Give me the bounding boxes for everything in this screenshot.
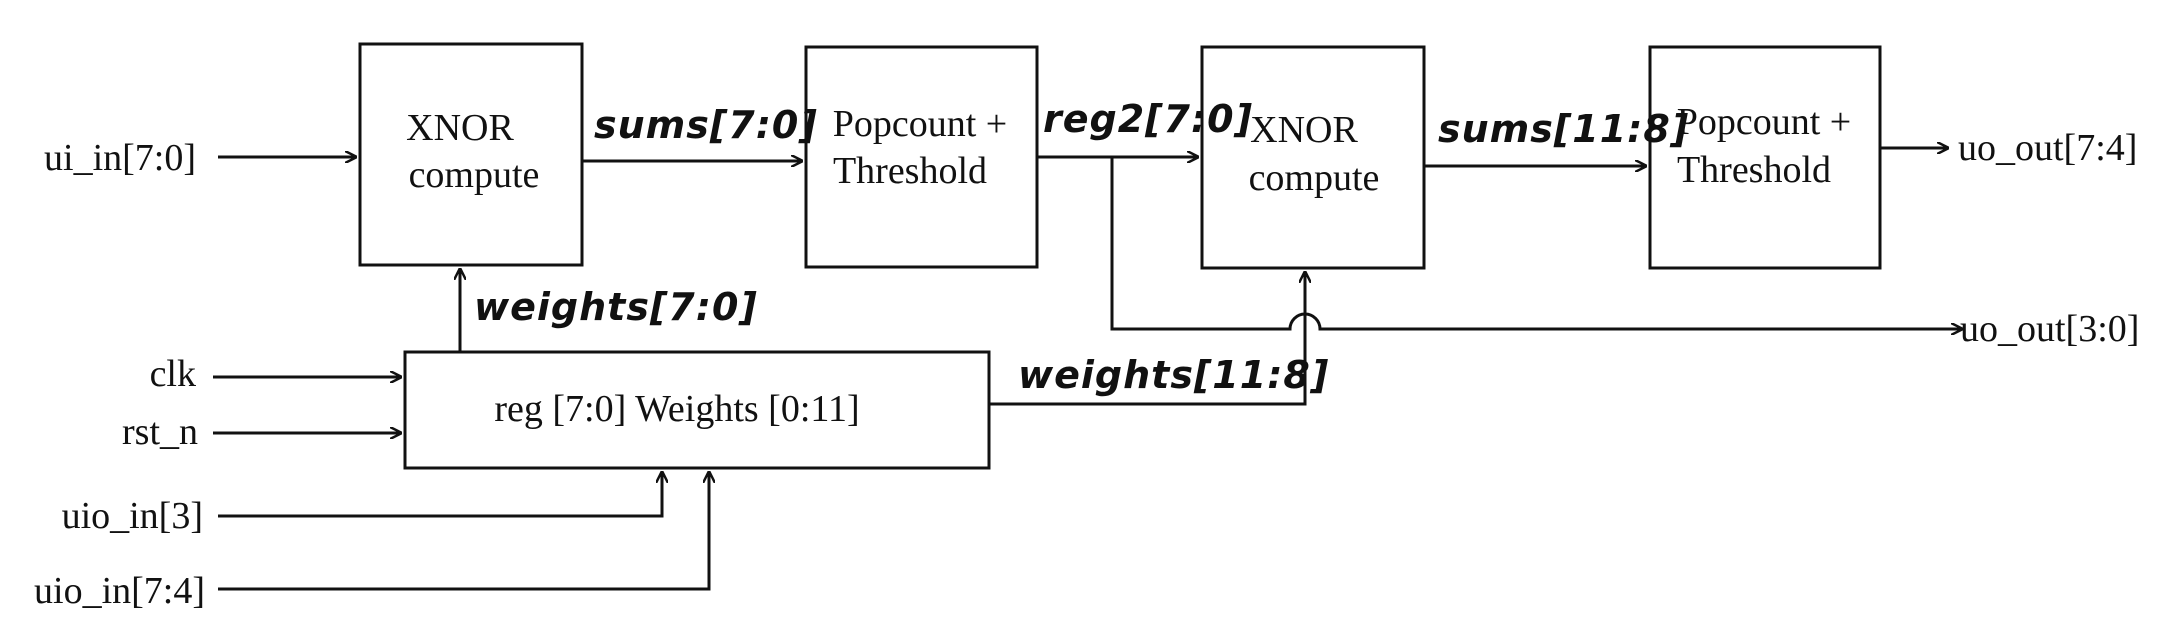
weights-register-block: reg [7:0] Weights [0:11] xyxy=(403,350,991,470)
popcount-threshold-block-2: Popcount + Threshold xyxy=(1648,45,1882,270)
uio-in-7-4-wire xyxy=(218,472,709,591)
uio-in-3-label: uio_in[3] xyxy=(62,495,203,537)
popcount-2-line-1: Popcount + xyxy=(1677,101,1852,143)
xnor-compute-2-line-1: XNOR xyxy=(1250,109,1358,151)
uo-out-7-4-label: uo_out[7:4] xyxy=(1958,127,2137,169)
weights-11-8-wire xyxy=(989,272,1305,406)
uio-in-3-wire xyxy=(218,472,662,518)
clk-label: clk xyxy=(150,353,196,395)
weights-7-0-label: weights[7:0] xyxy=(474,285,758,329)
weights-11-8-label: weights[11:8] xyxy=(1018,353,1329,397)
xnor-compute-1-line-1: XNOR xyxy=(406,107,514,149)
uo-out-3-0-wire xyxy=(1110,157,1962,329)
xnor-compute-block-2: XNOR compute xyxy=(1200,45,1426,270)
ui-in-label: ui_in[7:0] xyxy=(44,137,196,179)
xnor-compute-block-1: XNOR compute xyxy=(358,42,584,267)
popcount-threshold-block-1: Popcount + Threshold xyxy=(804,45,1039,269)
popcount-1-line-2: Threshold xyxy=(833,150,987,192)
rst-n-label: rst_n xyxy=(122,411,198,453)
reg2-label: reg2[7:0] xyxy=(1043,97,1253,141)
sums-7-0-label: sums[7:0] xyxy=(594,103,818,147)
popcount-2-line-2: Threshold xyxy=(1677,149,1831,191)
xnor-compute-1-line-2: compute xyxy=(409,154,540,196)
sums-11-8-label: sums[11:8] xyxy=(1438,107,1689,151)
xnor-compute-2-line-2: compute xyxy=(1249,157,1380,199)
uo-out-3-0-label: uo_out[3:0] xyxy=(1960,308,2139,350)
weights-register-label: reg [7:0] Weights [0:11] xyxy=(494,388,859,430)
uio-in-7-4-label: uio_in[7:4] xyxy=(34,570,205,612)
popcount-1-line-1: Popcount + xyxy=(833,103,1008,145)
